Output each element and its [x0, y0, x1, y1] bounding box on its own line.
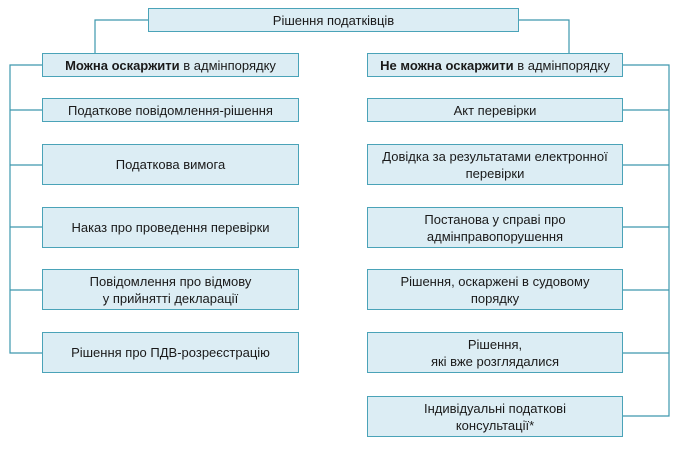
connector-title-left: [94, 19, 148, 53]
right-item-5-line-1: Рішення,: [467, 336, 523, 352]
right-column-header: Не можна оскаржити в адмінпорядку: [367, 53, 623, 77]
right-item-individual-tax-consultations: Індивідуальні податкові консультації*: [367, 396, 623, 437]
left-item-4-line-2: у прийнятті декларації: [102, 290, 239, 306]
right-item-2-line-1: Довідка за результатами електронної: [382, 148, 608, 164]
right-item-audit-act: Акт перевірки: [367, 98, 623, 122]
right-item-1-line-1: Акт перевірки: [453, 102, 537, 118]
left-item-2-line-1: Податкова вимога: [115, 157, 226, 172]
right-item-3-line-2: адмінправопорушення: [426, 228, 564, 244]
left-item-4-line-1: Повідомлення про відмову: [89, 273, 252, 289]
connector-right-bracket: [623, 64, 670, 417]
left-item-3-line-1: Наказ про проведення перевірки: [71, 220, 270, 235]
right-item-court-appealed-decisions: Рішення, оскаржені в судовому порядку: [367, 269, 623, 310]
right-item-5-line-2: які вже розглядалися: [430, 353, 560, 369]
left-item-1-line-1: Податкове повідомлення-рішення: [68, 102, 273, 118]
right-item-already-reviewed-decisions: Рішення, які вже розглядалися: [367, 332, 623, 373]
right-item-2-line-2: перевірки: [465, 165, 525, 181]
right-item-4-line-1: Рішення, оскаржені в судовому: [400, 273, 590, 289]
diagram-title-text: Рішення податківців: [272, 12, 395, 28]
right-item-6-line-1: Індивідуальні податкові: [424, 400, 566, 416]
left-header-bold: Можна оскаржити: [65, 57, 180, 73]
left-item-tax-demand: Податкова вимога: [42, 144, 299, 185]
right-header-bold: Не можна оскаржити: [380, 57, 514, 73]
left-column-header: Можна оскаржити в адмінпорядку: [42, 53, 299, 77]
left-item-tax-notice-decision: Податкове повідомлення-рішення: [42, 98, 299, 122]
diagram-title: Рішення податківців: [148, 8, 519, 32]
right-item-3-line-1: Постанова у справі про: [424, 211, 566, 227]
right-header-rest: в адмінпорядку: [513, 57, 610, 73]
connector-title-right: [519, 19, 570, 53]
right-item-administrative-offense-ruling: Постанова у справі про адмінправопорушен…: [367, 207, 623, 248]
left-item-audit-order: Наказ про проведення перевірки: [42, 207, 299, 248]
left-item-5-line-1: Рішення про ПДВ-розреєстрацію: [71, 345, 270, 360]
right-item-6-line-2: консультації*: [455, 417, 535, 433]
left-item-vat-deregistration: Рішення про ПДВ-розреєстрацію: [42, 332, 299, 373]
connector-left-bracket: [9, 64, 42, 354]
right-item-4-line-2: порядку: [470, 290, 520, 306]
left-header-rest: в адмінпорядку: [179, 57, 276, 73]
right-item-electronic-audit-report: Довідка за результатами електронної пере…: [367, 144, 623, 185]
left-item-declaration-refusal: Повідомлення про відмову у прийнятті дек…: [42, 269, 299, 310]
